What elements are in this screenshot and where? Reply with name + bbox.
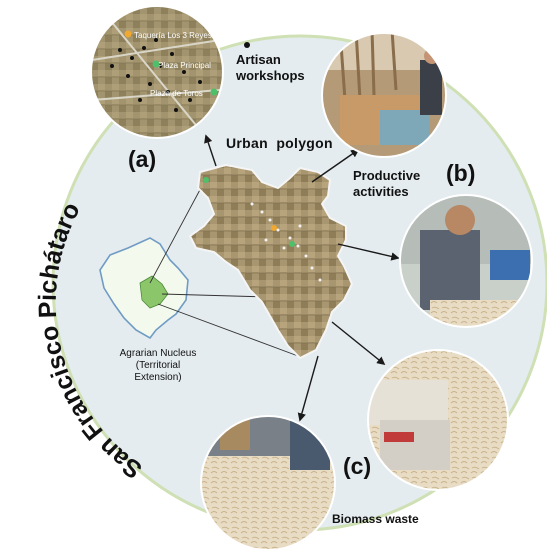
agrarian-nucleus-label: Agrarian Nucleus (Territorial Extension) bbox=[108, 348, 208, 384]
agrarian-line-2: (Territorial bbox=[135, 360, 181, 371]
map-pin-icon bbox=[152, 60, 160, 68]
map-pin-label-2: Plaza Principal bbox=[158, 61, 211, 70]
photo-a-map-zoom: Taquería Los 3 Reyes Plaza Principal Pla… bbox=[90, 5, 224, 139]
arrow-to-b bbox=[311, 149, 360, 183]
urban-polygon-map bbox=[188, 163, 354, 360]
map-pin-label-1: Taquería Los 3 Reyes bbox=[134, 31, 212, 40]
photo-b-productive-activities bbox=[321, 32, 447, 158]
productive-line-1: Productive bbox=[353, 168, 421, 183]
biomass-waste-label: Biomass waste bbox=[332, 512, 419, 526]
map-pin-icon bbox=[124, 30, 132, 38]
urban-polygon-label: Urban polygon bbox=[226, 135, 333, 151]
artisan-workshops-label: Artisan workshops bbox=[236, 52, 305, 84]
photo-carpenter-workshop bbox=[399, 194, 533, 328]
artisan-line-2: workshops bbox=[236, 68, 305, 83]
map-pin-icon bbox=[289, 241, 295, 247]
map-pin-label-3: Plaza de Toros bbox=[150, 89, 203, 98]
map-pin-icon bbox=[271, 225, 277, 231]
artisan-line-1: Artisan bbox=[236, 52, 281, 67]
arrows bbox=[204, 134, 400, 422]
connector-lines bbox=[149, 185, 299, 357]
arrow-to-sacks bbox=[331, 321, 386, 366]
photo-c-biomass-waste bbox=[200, 415, 336, 550]
map-pin-icon bbox=[210, 88, 218, 96]
agrarian-line-1: Agrarian Nucleus bbox=[119, 348, 197, 359]
agrarian-line-3: Extension) bbox=[134, 372, 182, 383]
arrow-to-a bbox=[204, 134, 217, 167]
photo-sawdust-sacks bbox=[367, 349, 509, 491]
productive-line-2: activities bbox=[353, 184, 409, 199]
panel-label-c: (c) bbox=[343, 453, 372, 479]
arrow-to-c bbox=[297, 355, 319, 422]
arrow-to-workshop bbox=[337, 243, 400, 261]
artisan-workshop-legend-dot bbox=[244, 42, 250, 48]
urban-highlight-shape bbox=[139, 275, 169, 309]
panel-label-a: (a) bbox=[128, 146, 157, 172]
productive-activities-label: Productive activities bbox=[353, 168, 420, 200]
map-pin-icon bbox=[203, 177, 209, 183]
panel-label-b: (b) bbox=[446, 160, 476, 186]
